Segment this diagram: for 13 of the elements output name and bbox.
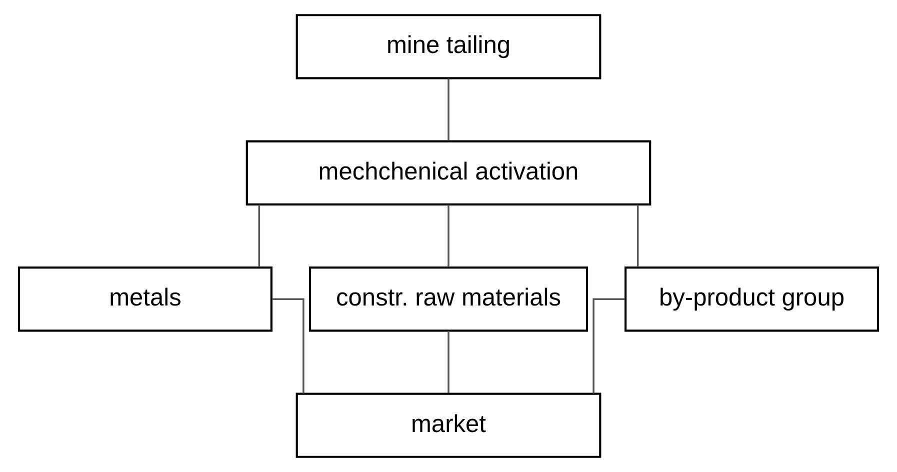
node-box: constr. raw materials [308, 266, 588, 332]
node-box: mechchenical activation [246, 140, 652, 206]
connector [592, 298, 625, 394]
connector [272, 298, 304, 394]
node-box: metals [18, 266, 272, 332]
node-box: by-product group [624, 266, 880, 332]
connector [448, 204, 450, 267]
connector [258, 204, 260, 267]
node-box: market [296, 392, 602, 458]
connector [448, 78, 450, 141]
connector [448, 330, 450, 394]
node-box: mine tailing [296, 14, 602, 80]
connector [636, 204, 639, 267]
